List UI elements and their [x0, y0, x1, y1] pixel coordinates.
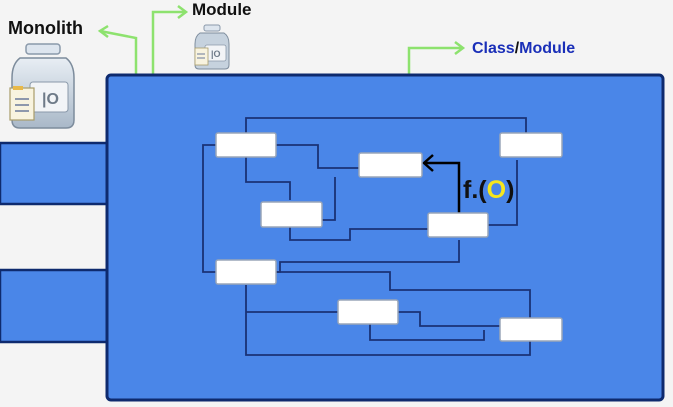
module-arrowhead — [177, 5, 189, 19]
jar-icon: |O — [194, 24, 230, 70]
module-label-part: Module — [519, 40, 576, 57]
class-box-7 — [337, 299, 399, 325]
pointer-arrow — [422, 154, 461, 213]
class-module-arrowhead — [454, 41, 466, 55]
connector-lines — [202, 117, 531, 356]
class-box-4 — [260, 201, 323, 228]
monolith-arrowhead — [97, 24, 109, 38]
f-prefix: f.( — [463, 176, 487, 204]
class-box-5 — [427, 212, 489, 238]
function-of-o-label: f.(O) — [463, 176, 514, 205]
class-box-1 — [215, 132, 277, 158]
monolith-arrow — [99, 29, 138, 75]
svg-text:|O: |O — [211, 49, 221, 59]
class-box-3 — [499, 132, 563, 158]
svg-text:|O: |O — [42, 91, 59, 108]
monolith-label: Monolith — [8, 18, 83, 38]
slash-label-part: / — [514, 40, 520, 57]
class-box-2 — [358, 152, 423, 178]
class-module-label: Class/Module — [472, 40, 575, 58]
monolith-block — [105, 73, 665, 402]
module-arrow — [151, 10, 186, 75]
module-label: Module — [192, 0, 252, 19]
f-suffix: ) — [506, 176, 515, 204]
class-boxes — [215, 132, 563, 342]
class-box-6 — [215, 259, 277, 285]
class-box-8 — [499, 317, 563, 342]
o-letter: O — [486, 176, 507, 204]
class-label-part: Class — [472, 40, 515, 57]
jar-icon: |O — [9, 43, 75, 129]
